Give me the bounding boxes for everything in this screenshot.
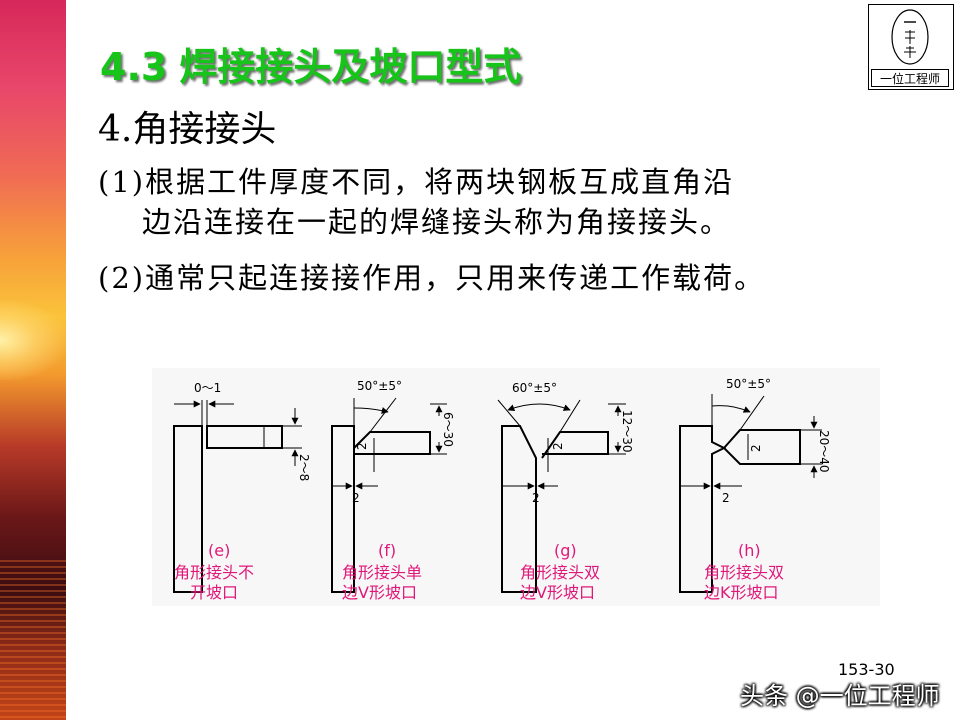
- paragraph-1-line-2: 边沿连接在一起的焊缝接头称为角接接头。: [142, 205, 732, 239]
- figure-f: 50°±5° 6～30 2 2 (f) 角形接头单 边V形坡口: [331, 379, 455, 602]
- corner-joint-figure: 0～1 2～8 (e) 角形接头不 开坡口 50°±5° 6～30 2: [152, 368, 880, 606]
- logo-frame: [868, 4, 954, 90]
- logo-seal-icon: [891, 9, 929, 65]
- figure-e: 0～1 2～8 (e) 角形接头不 开坡口: [173, 381, 311, 602]
- figure-f-angle: 50°±5°: [357, 379, 402, 393]
- section-number: 4.3: [100, 45, 168, 89]
- figure-h-caption-line-1: 角形接头双: [704, 563, 784, 582]
- figure-g-caption-line-1: 角形接头双: [520, 563, 600, 582]
- watermark-text: 一位工程师: [60, 0, 142, 27]
- figure-e-horizontal-plate: [206, 425, 283, 449]
- logo-name: 一位工程师: [871, 69, 949, 87]
- subheading: 4.角接接头: [98, 109, 277, 150]
- figure-h-side-dim: 20～40: [817, 430, 831, 473]
- figure-h-angle: 50°±5°: [726, 377, 771, 391]
- sunset-background-strip: [0, 0, 66, 720]
- figure-e-top-dim: 0～1: [194, 381, 221, 395]
- figure-e-side-dim: 2～8: [297, 454, 311, 481]
- figure-g-bottom-dim: 2: [532, 491, 540, 505]
- figure-h: 50°±5° 20～40 2 2 (h) 角形接头双 边K形坡口: [679, 377, 831, 602]
- figure-f-id: (f): [378, 541, 396, 560]
- figure-e-caption-line-2: 开坡口: [190, 583, 238, 602]
- figure-g-caption-line-2: 边V形坡口: [520, 583, 595, 602]
- paragraph-1-line-1: (1)根据工件厚度不同，将两块钢板互成直角沿: [98, 165, 735, 199]
- figure-g-gap-dim: 2: [551, 442, 565, 450]
- figure-h-gap-dim: 2: [749, 444, 763, 452]
- figure-h-bottom-dim: 2: [722, 491, 730, 505]
- paragraph-2-line-1: (2)通常只起连接接作用，只用来传递工作载荷。: [98, 261, 766, 295]
- figure-f-side-dim: 6～30: [441, 412, 455, 447]
- figure-h-id: (h): [738, 541, 761, 560]
- source-credit: 头条 @一位工程师: [740, 682, 940, 710]
- sun-glow: [0, 300, 66, 380]
- figure-g-side-dim: 12～30: [620, 410, 634, 453]
- figure-g: 60°±5° 12～30 2 2 (g) 角形接头双 边V形坡口: [497, 381, 634, 602]
- figure-e-vertical-plate: [173, 425, 203, 593]
- author-logo: 一位工程师: [868, 4, 954, 90]
- figure-f-caption-line-2: 边V形坡口: [342, 583, 417, 602]
- figure-e-id: (e): [208, 541, 230, 560]
- section-title: 焊接接头及坡口型式: [179, 45, 522, 89]
- figure-g-angle: 60°±5°: [512, 381, 557, 395]
- figure-f-caption-line-1: 角形接头单: [342, 563, 422, 582]
- paragraph-1: (1)根据工件厚度不同，将两块钢板互成直角沿 边沿连接在一起的焊缝接头称为角接接…: [98, 162, 734, 242]
- figure-f-gap-dim: 2: [355, 442, 369, 450]
- paragraph-2: (2)通常只起连接接作用，只用来传递工作载荷。: [98, 258, 765, 298]
- figure-f-bottom-dim: 2: [352, 491, 360, 505]
- figure-g-id: (g): [554, 541, 577, 560]
- page-number: 153-30: [838, 660, 895, 679]
- corner-joint-diagram: 0～1 2～8 (e) 角形接头不 开坡口 50°±5° 6～30 2: [173, 377, 831, 602]
- figure-e-caption-line-1: 角形接头不: [174, 563, 254, 582]
- water-reflection: [0, 560, 66, 720]
- figure-h-caption-line-2: 边K形坡口: [704, 583, 779, 602]
